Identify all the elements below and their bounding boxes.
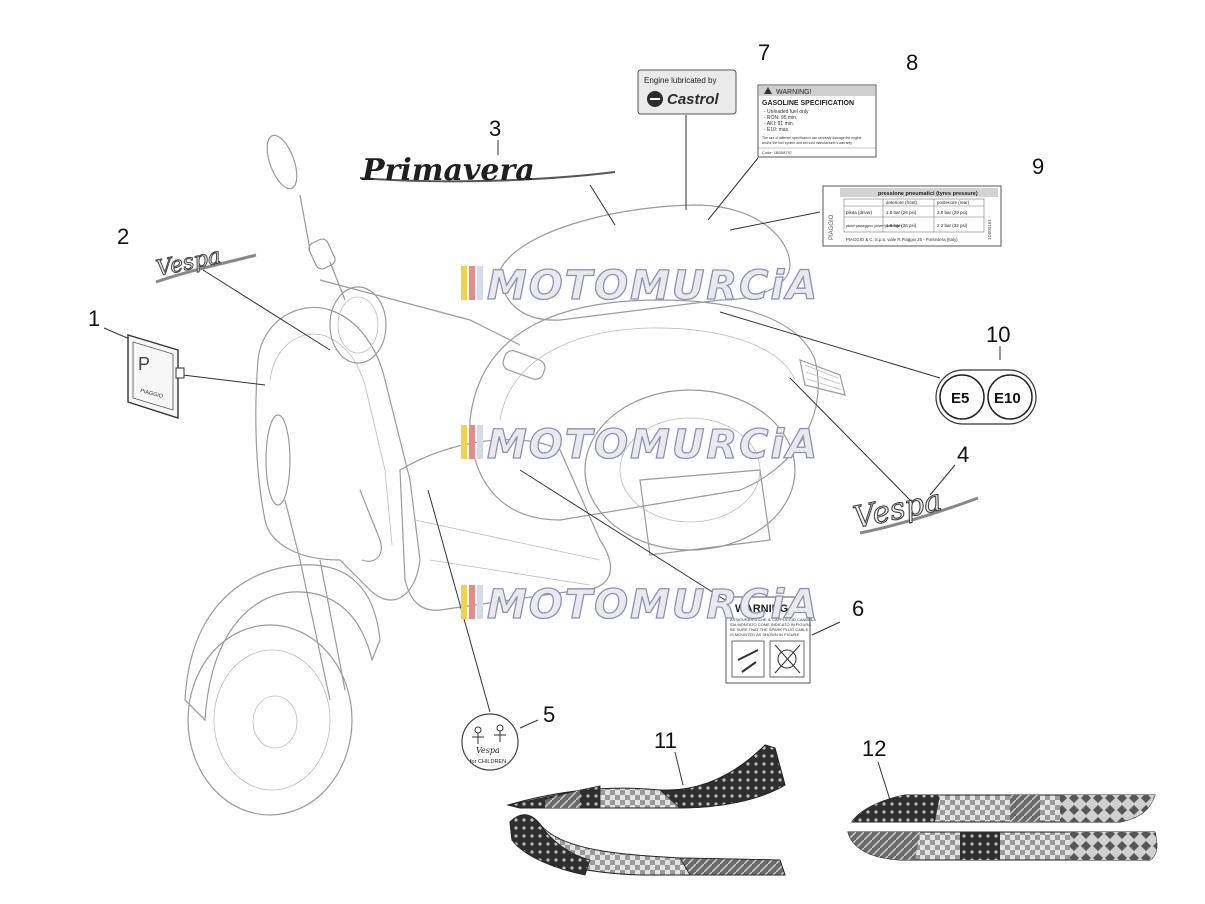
- gasoline-note-2: and/or the fuel system and will void man…: [762, 141, 852, 145]
- decal-strips-11: [506, 744, 786, 876]
- scooter-drawing: [184, 134, 846, 816]
- tyre-title: pressione pneumatici (tyres pressure): [878, 191, 978, 197]
- svg-text:P: P: [138, 354, 150, 374]
- tyre-footer: PIAGGIO & C. S.p.a. viale R.Piaggio 25 -…: [846, 237, 958, 242]
- children-sticker-brand: Vespa: [476, 746, 500, 755]
- callout-1: 1: [88, 306, 100, 331]
- gasoline-label: WARNING! GASOLINE SPECIFICATION - Unlead…: [757, 84, 877, 158]
- spark-warning-line4: IS MOUNTED AS SHOWN IN FIGURE: [730, 632, 799, 637]
- tyre-brand: PIAGGIO: [829, 214, 835, 240]
- castrol-label: Engine lubricated by Castrol: [637, 69, 737, 115]
- children-sticker-text: for CHILDREN: [470, 759, 506, 765]
- watermark-3: MOTOMURCiA: [461, 581, 819, 629]
- vespa-logo-right-text: Vespa: [850, 483, 944, 536]
- decal-strips-12: [847, 794, 1158, 861]
- spark-warning-label: WARNING ASSICURARSI CHE IL CAPPUCCIO CAN…: [725, 596, 816, 684]
- tyre-pressure-label: pressione pneumatici (tyres pressure) PI…: [822, 185, 1002, 247]
- watermark-text-1: MOTOMURCiA: [487, 263, 819, 309]
- tyre-col-rear: posteriore (rear): [937, 200, 970, 205]
- fuel-badges: E5 E10: [935, 369, 1037, 425]
- gasoline-line-2: - RON: 95 min.: [764, 115, 797, 121]
- castrol-line1: Engine lubricated by: [644, 76, 717, 85]
- watermark-2: MOTOMURCiA: [461, 421, 819, 469]
- watermark-text-2: MOTOMURCiA: [487, 422, 819, 468]
- fuel-badge-e5: E5: [951, 390, 969, 407]
- callout-4: 4: [957, 442, 969, 467]
- gasoline-line-3: - AKI: 91 min.: [764, 121, 794, 127]
- children-sticker: Vespa for CHILDREN: [461, 713, 519, 771]
- tyre-code: 1D000161: [987, 219, 992, 240]
- callout-9: 9: [1032, 154, 1044, 179]
- fuel-badge-e10: E10: [994, 390, 1021, 407]
- callout-3: 3: [489, 116, 501, 141]
- callout-7: 7: [758, 40, 770, 65]
- tyre-row1-front: 1.8 bar (26 psi): [886, 210, 917, 215]
- primavera-logo-text: Primavera: [361, 153, 535, 188]
- primavera-logo: Primavera: [359, 153, 616, 188]
- tyre-row1-rear: 2.0 bar (29 psi): [937, 210, 968, 215]
- vespa-logo-right: Vespa: [850, 483, 979, 536]
- callout-2: 2: [117, 224, 129, 249]
- callout-12: 12: [862, 736, 886, 761]
- castrol-brand: Castrol: [667, 91, 720, 108]
- gasoline-title: GASOLINE SPECIFICATION: [762, 100, 854, 107]
- vespa-logo-left: Vespa: [154, 243, 257, 284]
- leader-lines: [103, 115, 1001, 801]
- callout-numbers: 1 2 3 4 5 6 7 8 9 10 11 12: [88, 40, 1044, 761]
- spark-warning-title: WARNING: [735, 603, 788, 615]
- callout-5: 5: [543, 702, 555, 727]
- gasoline-warning: WARNING!: [776, 89, 812, 96]
- tyre-row2-front: 1.8 bar (26 psi): [886, 223, 917, 228]
- gasoline-line-4: - E10: max.: [764, 127, 790, 133]
- gasoline-code: Code: 1B008797: [762, 150, 793, 155]
- piaggio-badge: P PIAGGIO: [127, 334, 185, 419]
- watermark-text-3: MOTOMURCiA: [487, 582, 819, 628]
- gasoline-note-1: The use of different specification can s…: [762, 136, 862, 140]
- tyre-row2-who: pilota+passeggero (driver+passenger): [846, 224, 902, 228]
- spark-warning-line3: BE SURE THAT THE SPARK PLUG CABLE: [730, 627, 809, 632]
- tyre-row2-rear: 2.2 bar (32 psi): [937, 223, 968, 228]
- callout-8: 8: [906, 50, 918, 75]
- piaggio-badge-text: PIAGGIO: [139, 388, 164, 400]
- watermark-1: MOTOMURCiA: [461, 262, 819, 310]
- spark-warning-line1: ASSICURARSI CHE IL CAPPUCCIO CANDELA: [730, 617, 816, 622]
- spark-warning-line2: SIA MONTATO COME INDICATO IN FIGURA: [730, 622, 811, 627]
- callout-6: 6: [852, 596, 864, 621]
- tyre-col-front: anteriore (front): [886, 200, 918, 205]
- callout-11: 11: [654, 728, 677, 753]
- gasoline-line-1: - Unleaded fuel only: [764, 109, 809, 115]
- callout-10: 10: [986, 322, 1010, 347]
- tyre-row1-who: pilota (driver): [846, 210, 873, 215]
